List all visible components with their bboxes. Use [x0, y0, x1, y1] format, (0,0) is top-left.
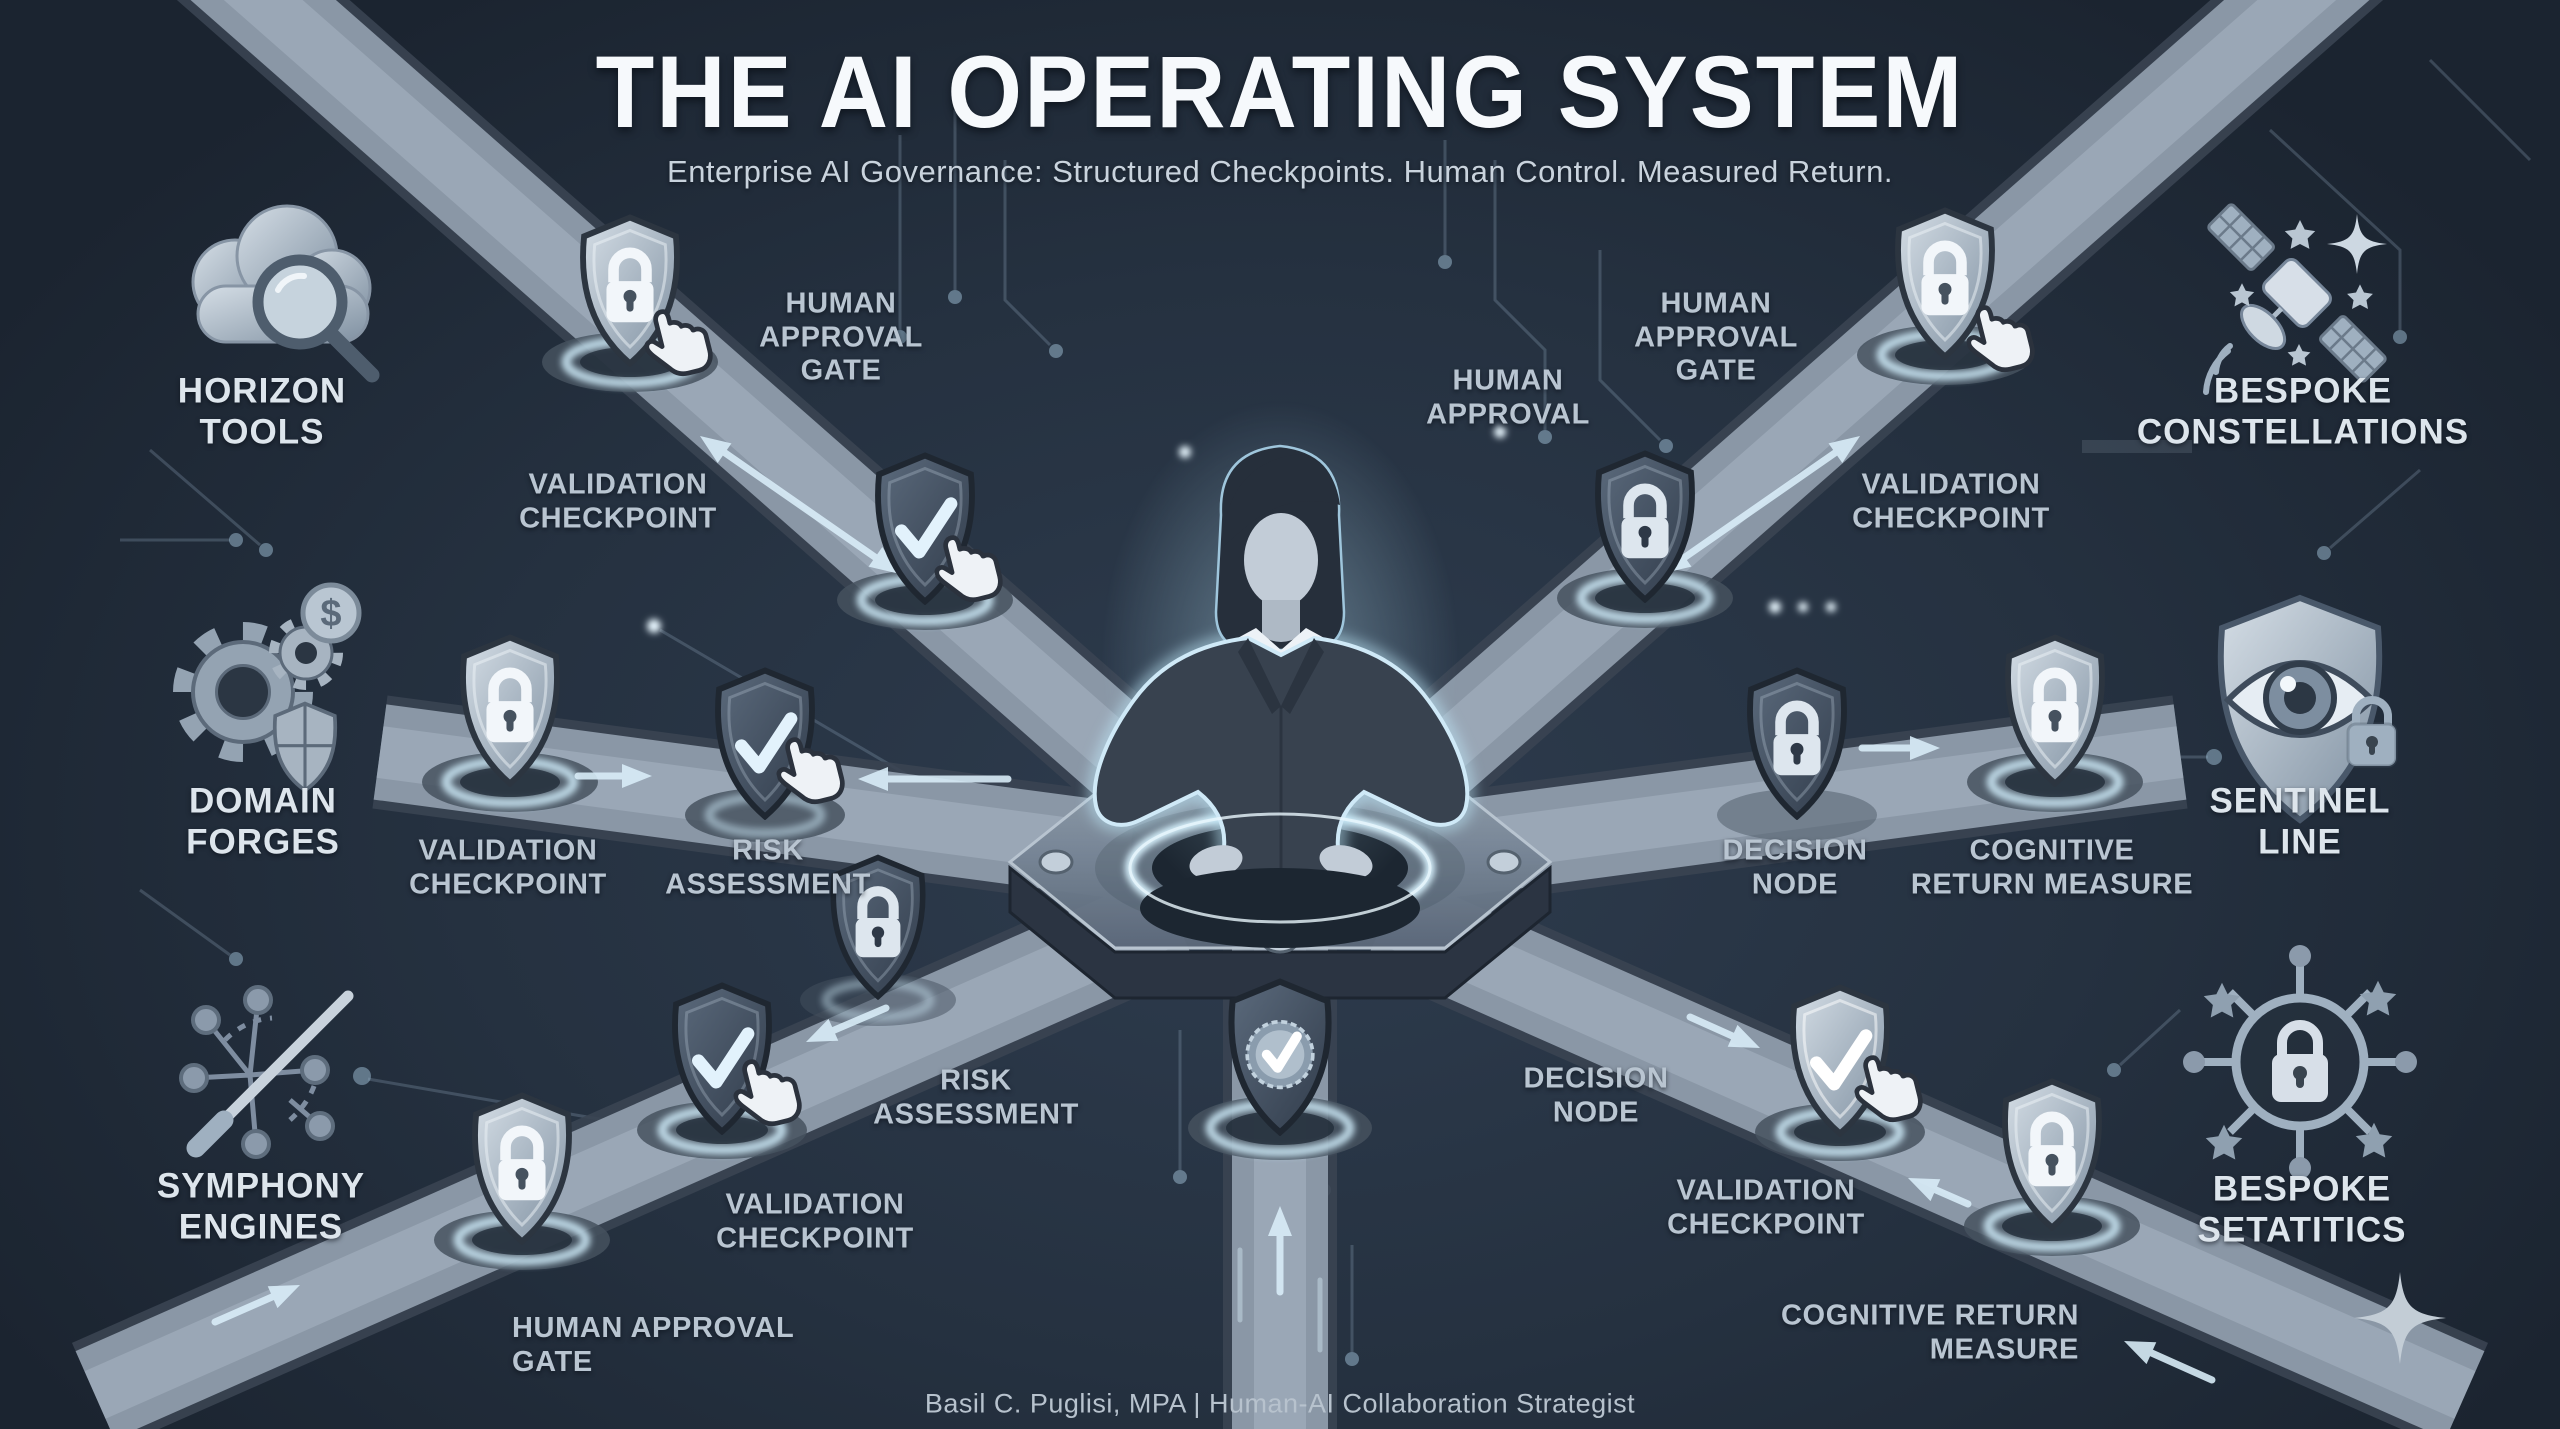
- flow-arrows: [211, 436, 2216, 1384]
- label-sw-human-approval-gate: HUMAN APPROVAL GATE: [512, 1312, 795, 1378]
- label-ne-human-approval: HUMAN APPROVAL: [1426, 364, 1590, 430]
- stars: [2229, 214, 2387, 366]
- road-se: [1365, 874, 2485, 1429]
- label-ne-human-approval-gate: HUMAN APPROVAL GATE: [1634, 287, 1798, 387]
- eye-shield-lock-icon: [2217, 594, 2398, 824]
- page-subtitle: Enterprise AI Governance: Structured Che…: [667, 154, 1893, 189]
- label-se-validation-checkpoint: VALIDATION CHECKPOINT: [1667, 1174, 1865, 1240]
- corner-label-horizon-tools: HORIZON TOOLS: [177, 371, 347, 451]
- figure-hand-left: [1189, 845, 1243, 879]
- network-lock-stars-icon: [2183, 945, 2417, 1179]
- circuit-dots: [229, 255, 2407, 1366]
- corner-label-bespoke-constellations: BESPOKE CONSTELLATIONS: [2136, 371, 2470, 451]
- label-w-validation-checkpoint: VALIDATION CHECKPOINT: [409, 834, 607, 900]
- figure-neck: [1262, 600, 1300, 642]
- figure-hand-right: [1319, 845, 1373, 879]
- label-sw-validation-checkpoint: VALIDATION CHECKPOINT: [716, 1188, 914, 1254]
- dollar-glyph: $: [320, 593, 341, 635]
- label-e-cognitive-return-measure: COGNITIVE RETURN MEASURE: [1910, 834, 2194, 900]
- stars: [2203, 980, 2397, 1160]
- corner-label-domain-forges: DOMAIN FORGES: [186, 781, 340, 861]
- sparkle-icon: [2354, 1272, 2446, 1364]
- gears-dollar-shield-icon: $: [173, 582, 362, 793]
- light-streak: [2082, 440, 2192, 453]
- label-ne-validation-checkpoint: VALIDATION CHECKPOINT: [1852, 468, 2050, 534]
- label-se-decision-node: DECISION NODE: [1523, 1062, 1669, 1128]
- mini-lock: [2346, 696, 2398, 768]
- label-sw-risk-assessment: RISK ASSESSMENT: [873, 1064, 1079, 1130]
- satellite-stars-icon: [2203, 203, 2387, 395]
- label-se-cognitive-return-measure: COGNITIVE RETURN MEASURE: [1781, 1299, 2079, 1365]
- figure-face: [1244, 513, 1318, 607]
- human-controller-figure: [1088, 400, 1474, 948]
- page-title: THE AI OPERATING SYSTEM: [595, 35, 1965, 150]
- corner-label-sentinel-line: SENTINEL LINE: [2209, 781, 2391, 861]
- road-sw: [75, 874, 1195, 1429]
- baton-network-icon: [179, 985, 354, 1159]
- label-w-risk-assessment: RISK ASSESSMENT: [665, 834, 871, 900]
- cloud-search-icon: [191, 204, 380, 383]
- label-nw-human-approval-gate: HUMAN APPROVAL GATE: [759, 287, 923, 387]
- label-e-decision-node: DECISION NODE: [1722, 834, 1868, 900]
- label-nw-validation-checkpoint: VALIDATION CHECKPOINT: [519, 468, 717, 534]
- footer-credit: Basil C. Puglisi, MPA | Human-AI Collabo…: [924, 1388, 1636, 1419]
- corner-label-bespoke-setatitics: BESPOKE SETATITICS: [2197, 1169, 2407, 1249]
- corner-label-symphony-engines: SYMPHONY ENGINES: [156, 1166, 366, 1246]
